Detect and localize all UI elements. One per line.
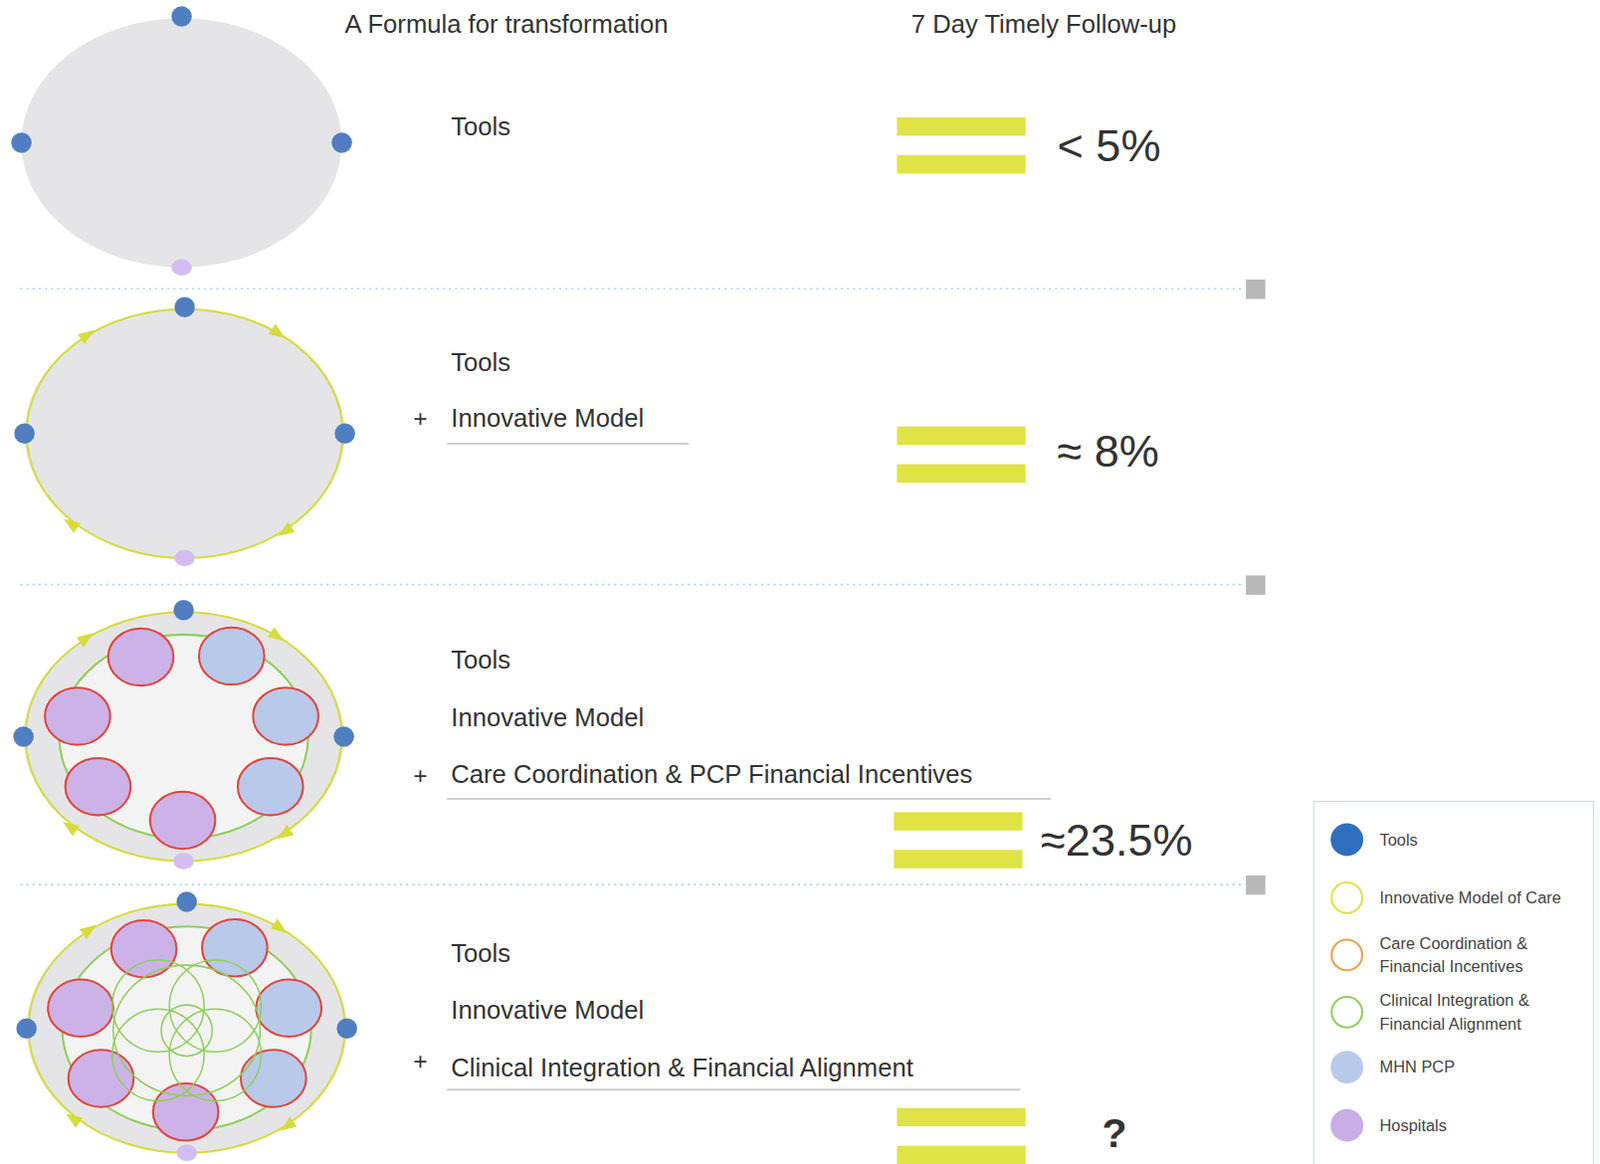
legend-frame xyxy=(1313,800,1595,1164)
term: Care Coordination & PCP Financial Incent… xyxy=(450,760,973,790)
legend-text: Care Coordination & Financial Incentives xyxy=(1379,931,1584,980)
legend-text: Innovative Model of Care xyxy=(1379,886,1584,911)
legend-text: MHN PCP xyxy=(1379,1055,1584,1080)
legend-swatch xyxy=(1330,1109,1364,1143)
legend-ring xyxy=(1330,996,1364,1029)
term: Innovative Model xyxy=(450,702,644,732)
term: Tools xyxy=(450,938,511,968)
term: Innovative Model xyxy=(450,403,644,433)
plus-sign: + xyxy=(412,761,427,790)
legend-text: Clinical Integration & Financial Alignme… xyxy=(1379,989,1584,1037)
legend-text: Tools xyxy=(1379,827,1584,852)
column-heading: 7 Day Timely Follow-up xyxy=(911,9,1177,39)
term: Tools xyxy=(450,645,511,675)
result-value: ≈ 8% xyxy=(1056,425,1160,478)
result-value: ? xyxy=(1102,1109,1128,1157)
result-value: ≈23.5% xyxy=(1040,814,1194,867)
term: Innovative Model xyxy=(450,996,644,1025)
legend-text: Hospitals xyxy=(1379,1113,1584,1138)
legend-swatch xyxy=(1330,823,1364,857)
legend-ring xyxy=(1330,881,1364,915)
result-value: < 5% xyxy=(1056,120,1161,173)
plus-sign: + xyxy=(412,1046,427,1075)
legend-ring xyxy=(1330,938,1364,972)
heading: A Formula for transformation xyxy=(345,9,669,39)
legend-swatch xyxy=(1330,1050,1364,1084)
term: Clinical Integration & Financial Alignme… xyxy=(450,1052,914,1082)
plus-sign: + xyxy=(412,403,427,432)
term: Tools xyxy=(450,111,511,141)
term: Tools xyxy=(450,347,511,377)
